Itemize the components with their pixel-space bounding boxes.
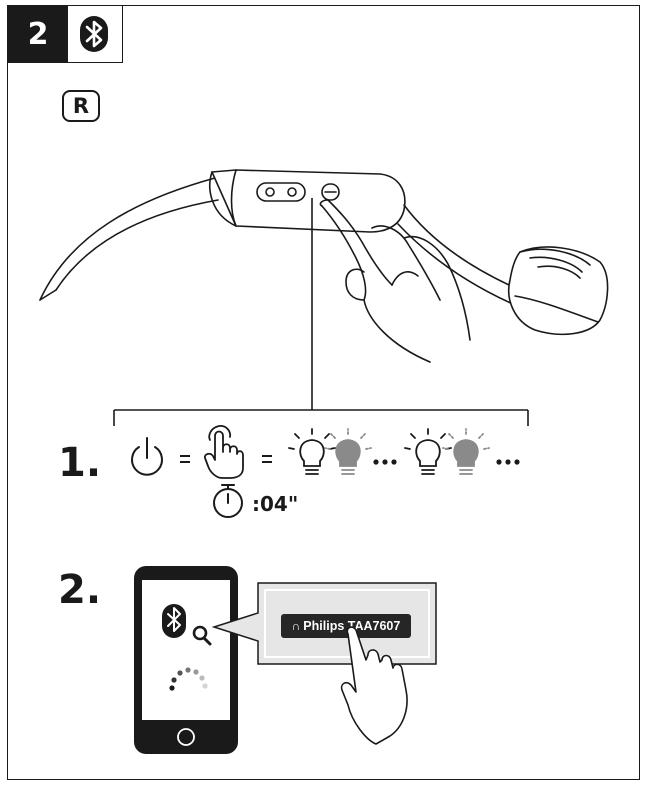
duration-prefix: :	[252, 492, 260, 516]
timer-icon	[213, 484, 243, 518]
press-hand-icon	[204, 425, 244, 479]
power-icon	[131, 437, 163, 476]
bluetooth-icon	[80, 16, 108, 52]
equals-sign-1	[180, 455, 190, 463]
right-side-badge: R	[62, 90, 100, 122]
home-button-icon	[177, 728, 195, 746]
light-off-icon	[442, 428, 490, 475]
duration-value: 04"	[260, 492, 299, 516]
header-tab	[7, 5, 123, 63]
headset-illustration	[39, 169, 609, 363]
loading-spinner-icon	[169, 667, 208, 691]
callout-bracket	[113, 198, 529, 426]
light-on-icon	[404, 428, 452, 475]
smartphone-illustration	[134, 566, 238, 754]
device-name: Philips TAA7607	[303, 619, 401, 633]
equals-sign-2	[262, 455, 272, 463]
duration-text: :04"	[252, 492, 298, 516]
device-list-item[interactable]: ∩ Philips TAA7607	[281, 614, 411, 638]
ellipsis-2	[496, 459, 520, 465]
light-off-icon	[324, 428, 372, 475]
step-number-badge: 2	[8, 6, 68, 62]
bluetooth-search-icon	[162, 604, 212, 646]
headphones-icon: ∩	[291, 619, 301, 633]
page-frame	[7, 5, 640, 780]
ellipsis-1	[373, 459, 397, 465]
step-1-number: 1.	[58, 440, 102, 486]
light-on-icon	[288, 428, 336, 475]
step-2-number: 2.	[58, 567, 102, 613]
